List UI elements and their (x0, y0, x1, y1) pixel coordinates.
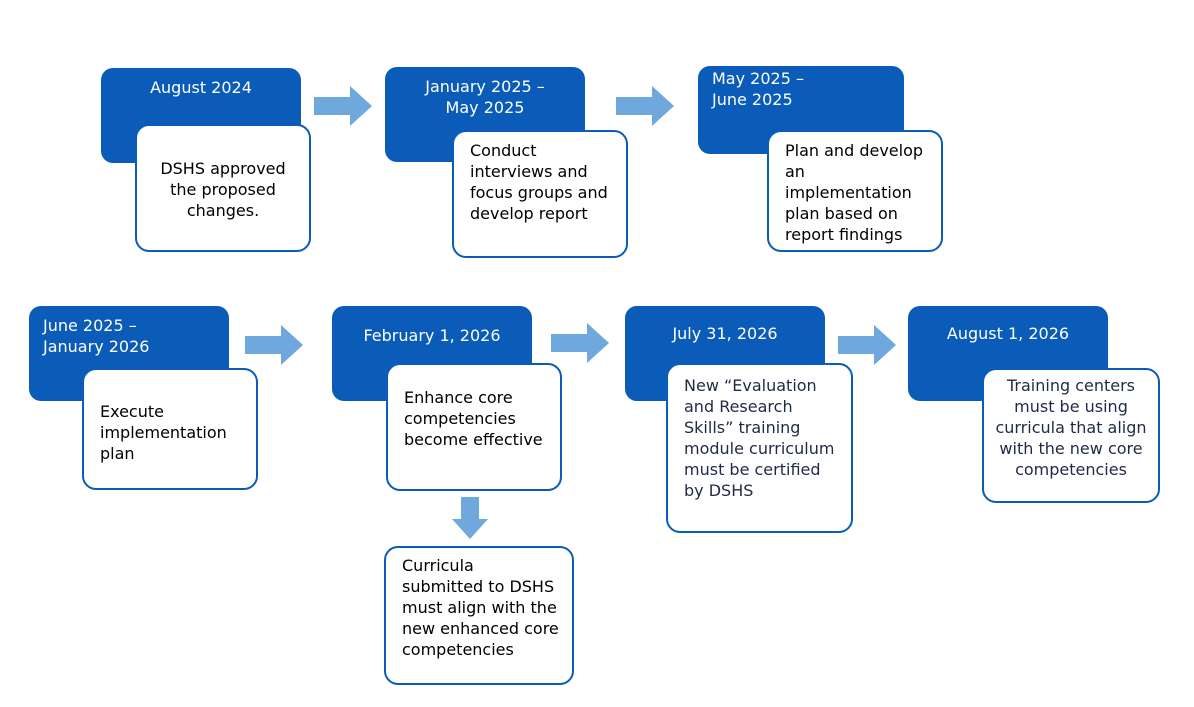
milestone-description-card: Conduct interviews and focus groups and … (452, 130, 628, 258)
milestone-description-card: Execute implementation plan (82, 368, 258, 490)
milestone-date: February 1, 2026 (363, 326, 501, 345)
milestone-description: Execute implementation plan (100, 402, 227, 463)
milestone-description-card: Training centers must be using curricula… (982, 368, 1160, 503)
milestone-description-card: New “Evaluation and Research Skills” tra… (666, 363, 853, 533)
arrow-right-icon (245, 325, 303, 365)
arrow-right-icon (551, 323, 609, 363)
milestone-date: August 1, 2026 (946, 324, 1070, 343)
milestone-description: New “Evaluation and Research Skills” tra… (684, 376, 835, 500)
milestone-date: August 2024 (150, 78, 252, 97)
milestone-description: Training centers must be using curricula… (995, 376, 1147, 479)
milestone-date: June 2025 – January 2026 (43, 316, 150, 356)
arrow-right-icon (314, 86, 372, 126)
milestone-description-card: Plan and develop an implementation plan … (767, 130, 943, 252)
milestone-description: Plan and develop an implementation plan … (785, 141, 924, 244)
arrow-down-icon (452, 497, 488, 539)
milestone-date: May 2025 – June 2025 (712, 69, 804, 109)
milestone-description: Conduct interviews and focus groups and … (470, 141, 608, 223)
arrow-right-icon (838, 325, 896, 365)
milestone-description-card: Enhance core competencies become effecti… (386, 363, 562, 491)
milestone-description-card: DSHS approved the proposed changes. (135, 124, 311, 252)
sub-note-text: Curricula submitted to DSHS must align w… (402, 556, 559, 659)
milestone-description: DSHS approved the proposed changes. (160, 159, 286, 220)
milestone-date: July 31, 2026 (672, 324, 778, 343)
milestone-description: Enhance core competencies become effecti… (404, 388, 543, 449)
arrow-right-icon (616, 86, 674, 126)
milestone-date: January 2025 – May 2025 (425, 77, 545, 117)
sub-note-card: Curricula submitted to DSHS must align w… (384, 546, 574, 685)
